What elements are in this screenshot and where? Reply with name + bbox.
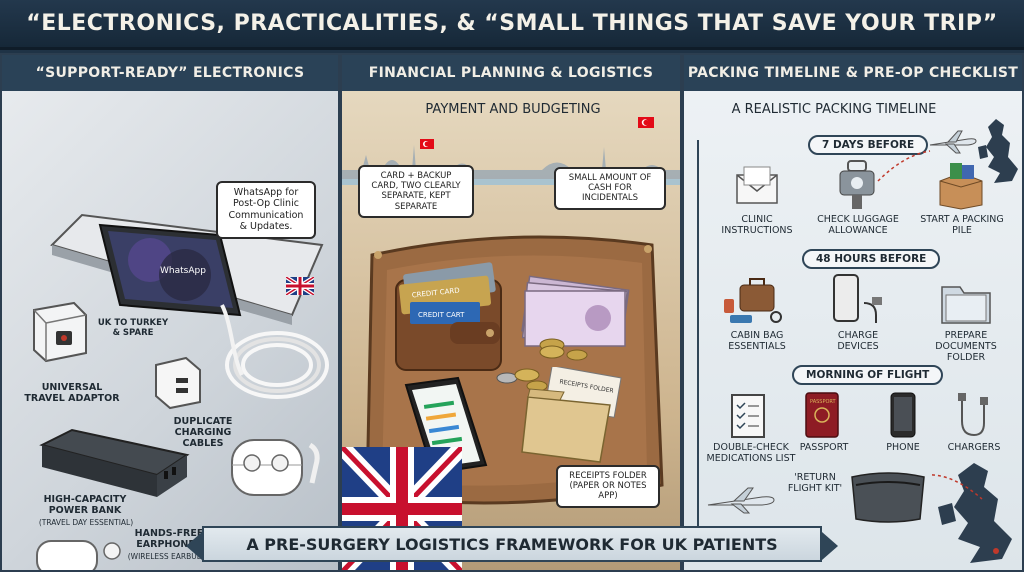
receipts-callout: Receipts Folder (Paper or Notes App) (556, 465, 660, 508)
packing-panel-title: Packing Timeline & Pre-Op Checklist (684, 55, 1022, 91)
airplane-icon (707, 487, 775, 514)
scale-icon (839, 160, 875, 209)
uk-map-icon (978, 119, 1018, 183)
earbuds-icon (231, 439, 320, 496)
electronics-panel-title: “Support-Ready” Electronics (2, 55, 338, 91)
charge-devices-label: Charge Devices (837, 330, 879, 352)
phone-icon (833, 274, 882, 323)
pouch-icon (851, 472, 925, 523)
power-bank-label: High-Capacity Power Bank (43, 494, 127, 516)
return-kit-label: 'Return Flight Kit' (787, 472, 843, 494)
cabin-bag-label: Cabin Bag Essentials (728, 330, 786, 352)
stage-7-days-pill: 7 Days Before (808, 135, 929, 155)
passport-icon: PASSPORT (805, 392, 839, 438)
timeline-line (692, 140, 704, 540)
phone-label: Phone (886, 442, 920, 453)
packing-subtitle: A Realistic Packing Timeline (731, 102, 937, 117)
uk-to-turkey-label: UK to Turkey & Spare (97, 318, 169, 338)
folder-icon (941, 286, 991, 324)
cable-icon (220, 304, 329, 399)
earphones-sub-label: (Wireless Earbuds) (127, 552, 211, 561)
turkey-flag-icon (638, 117, 654, 128)
whatsapp-callout: WhatsApp for Post-Op Clinic Communicatio… (216, 181, 316, 239)
financial-panel-title: Financial Planning & Logistics (342, 55, 680, 91)
electronics-panel: “Support-Ready” Electronics WhatsApp Wha… (0, 53, 340, 572)
phone-app-label: WhatsApp (160, 266, 206, 276)
phone-icon (890, 392, 916, 438)
universal-adaptor-label: Universal Travel Adaptor (24, 382, 120, 404)
clinic-instructions-label: Clinic Instructions (721, 214, 793, 236)
cash-callout: Small Amount of Cash for Incidentals (554, 167, 666, 210)
envelope-icon (736, 166, 778, 204)
header-banner: “Electronics, Practicalities, & “Small T… (0, 0, 1024, 50)
dashed-arrow (877, 150, 931, 182)
stage-morning-pill: Morning of Flight (792, 365, 944, 385)
card-callout: Card + Backup Card, Two Clearly Separate… (358, 165, 474, 218)
checklist-icon (731, 394, 765, 438)
turkey-flag-icon (420, 139, 434, 149)
cash-icon (521, 275, 630, 348)
footer-banner: A Pre-Surgery Logistics Framework for UK… (186, 526, 838, 562)
usb-charger-icon (155, 356, 201, 410)
financial-panel: Financial Planning & Logistics Payment a… (340, 53, 682, 572)
passport-text: PASSPORT (810, 399, 837, 405)
earbuds-icon (36, 540, 121, 570)
box-icon (939, 163, 983, 210)
bag-icon (724, 278, 782, 323)
earphones-label: Hands-Free Earphones (134, 528, 204, 550)
duplicate-cables-label: Duplicate Charging Cables (173, 416, 233, 449)
passport-label: Passport (799, 442, 849, 453)
uk-flag-icon (286, 277, 314, 295)
medications-list-label: Double-Check Medications List (706, 442, 796, 464)
charger-cable-icon (958, 393, 988, 437)
footer-title: A Pre-Surgery Logistics Framework for UK… (246, 534, 778, 554)
chargers-label: Chargers (947, 442, 1001, 453)
check-luggage-label: Check Luggage Allowance (817, 214, 899, 236)
airplane-icon (929, 130, 977, 154)
payment-subtitle: Payment and Budgeting (425, 102, 601, 117)
stage-48-hours-pill: 48 Hours Before (802, 249, 941, 269)
wallet-icon: CREDIT CART CREDIT CARD (395, 262, 502, 371)
power-bank-icon (39, 428, 190, 497)
folder-icon: RECEIPTS FOLDER (521, 367, 622, 463)
packing-pile-label: Start a Packing Pile (920, 214, 1004, 236)
card-text-2: CREDIT CART (418, 311, 465, 319)
uk-map-icon (932, 463, 1012, 563)
power-bank-sub-label: (Travel Day Essential) (38, 518, 134, 527)
documents-folder-label: Prepare Documents Folder (935, 330, 997, 363)
adaptor-icon (33, 301, 87, 363)
page-title: “Electronics, Practicalities, & “Small T… (26, 11, 998, 36)
phone-icon: WhatsApp (98, 223, 242, 317)
packing-panel: Packing Timeline & Pre-Op Checklist A Re… (682, 53, 1024, 572)
